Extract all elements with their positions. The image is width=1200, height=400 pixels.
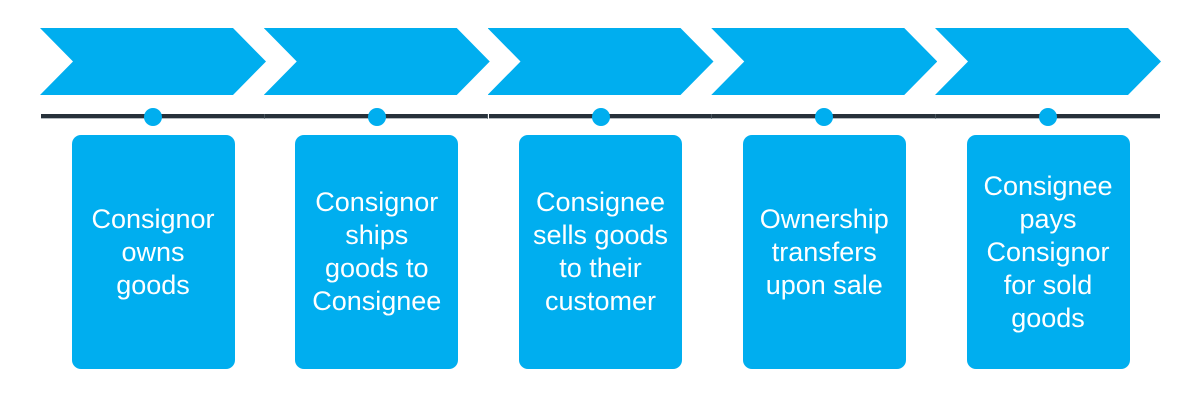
chevron-arrow bbox=[263, 28, 490, 95]
stage-label: Ownership transfers upon sale bbox=[759, 203, 889, 300]
stage-box: Consignee pays Consignor for sold goods bbox=[966, 135, 1130, 369]
stage-label: Consignor ships goods to Consignee bbox=[312, 187, 442, 316]
timeline-dot bbox=[591, 108, 610, 126]
stage-box: Consignor owns goods bbox=[71, 135, 235, 369]
timeline-dot bbox=[815, 108, 834, 126]
chevron-arrow bbox=[40, 28, 266, 95]
chevron-arrow bbox=[487, 28, 714, 95]
timeline-dot bbox=[367, 108, 386, 126]
stage-box: Consignor ships goods to Consignee bbox=[295, 135, 459, 369]
timeline-dot bbox=[1039, 108, 1057, 126]
stage-label: Consignee sells goods to their customer bbox=[532, 187, 669, 316]
chevron-arrow bbox=[935, 28, 1161, 95]
stage-box: Consignee sells goods to their customer bbox=[519, 135, 682, 369]
stage-label: Consignee pays Consignor for sold goods bbox=[983, 170, 1113, 333]
stage-box: Ownership transfers upon sale bbox=[742, 135, 906, 369]
chevron-arrow bbox=[711, 28, 938, 95]
stage-label: Consignor owns goods bbox=[91, 203, 215, 300]
timeline-dot bbox=[144, 108, 162, 126]
